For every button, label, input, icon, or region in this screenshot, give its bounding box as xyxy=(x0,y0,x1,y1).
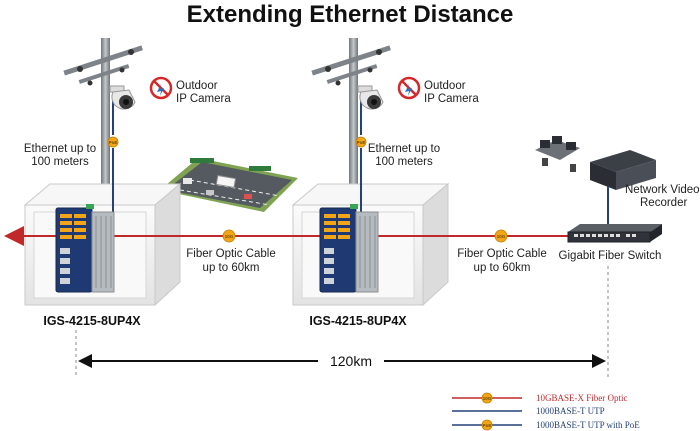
diagram-title: Extending Ethernet Distance xyxy=(187,1,514,28)
total-distance-label: 120km xyxy=(330,353,372,369)
legend-item-utp-poe: PoE 1000BASE-T UTP with PoE xyxy=(452,419,640,431)
legend-item-fiber: 10G 10GBASE-X Fiber Optic xyxy=(452,392,628,404)
svg-text:PoE: PoE xyxy=(109,140,118,145)
no-weather-icon xyxy=(397,76,421,100)
fiber-link-label-2-line2: up to 60km xyxy=(474,262,531,274)
distance-arrow xyxy=(78,354,606,368)
gigabit-switch-label: Gigabit Fiber Switch xyxy=(559,250,662,262)
fiber-badge-1: 10G xyxy=(222,229,236,243)
nvr-label-line2: Recorder xyxy=(640,197,687,209)
camera-label-left: Outdoor xyxy=(176,80,218,92)
utility-pole-right: PoE xyxy=(311,38,391,188)
svg-text:1000BASE-T UTP with PoE: 1000BASE-T UTP with PoE xyxy=(536,420,640,430)
nvr-icon xyxy=(590,150,656,190)
camera-label-right-line2: IP Camera xyxy=(424,93,479,105)
svg-text:10GBASE-X Fiber Optic: 10GBASE-X Fiber Optic xyxy=(536,393,628,403)
camera-label-left-line2: IP Camera xyxy=(176,93,231,105)
control-room-icon xyxy=(535,136,580,172)
dome-camera-icon xyxy=(109,85,136,110)
switch-model-left: IGS-4215-8UP4X xyxy=(43,314,141,328)
poe-badge-left: PoE xyxy=(107,136,119,148)
fiber-link-label-1-line2: up to 60km xyxy=(203,262,260,274)
ethernet-note-left-line2: 100 meters xyxy=(31,156,89,168)
highway-scene xyxy=(160,158,298,212)
legend: 10G 10GBASE-X Fiber Optic 1000BASE-T UTP… xyxy=(452,392,640,431)
svg-text:PoE: PoE xyxy=(357,140,366,145)
fiber-link-label-2: Fiber Optic Cable xyxy=(457,248,546,260)
gigabit-fiber-switch-icon xyxy=(567,224,662,243)
svg-text:10G: 10G xyxy=(497,234,506,239)
fiber-link-label-1: Fiber Optic Cable xyxy=(186,248,275,260)
poe-badge-right: PoE xyxy=(355,136,367,148)
industrial-switch-right xyxy=(319,204,379,293)
svg-text:10G: 10G xyxy=(483,396,492,401)
utility-pole-left: PoE xyxy=(63,38,143,188)
ethernet-note-right-line2: 100 meters xyxy=(375,156,433,168)
svg-text:1000BASE-T UTP: 1000BASE-T UTP xyxy=(536,406,605,416)
dome-camera-icon xyxy=(357,85,384,110)
camera-label-right: Outdoor xyxy=(424,80,466,92)
switch-model-right: IGS-4215-8UP4X xyxy=(309,314,407,328)
fiber-badge-2: 10G xyxy=(494,229,508,243)
svg-text:PoE: PoE xyxy=(483,423,492,428)
no-weather-icon xyxy=(149,76,173,100)
ethernet-note-right: Ethernet up to xyxy=(368,143,440,155)
svg-text:10G: 10G xyxy=(225,234,234,239)
industrial-switch-left xyxy=(55,204,115,293)
legend-item-utp: 1000BASE-T UTP xyxy=(452,406,605,416)
ethernet-note-left: Ethernet up to xyxy=(24,143,96,155)
nvr-label: Network Video xyxy=(625,184,700,196)
